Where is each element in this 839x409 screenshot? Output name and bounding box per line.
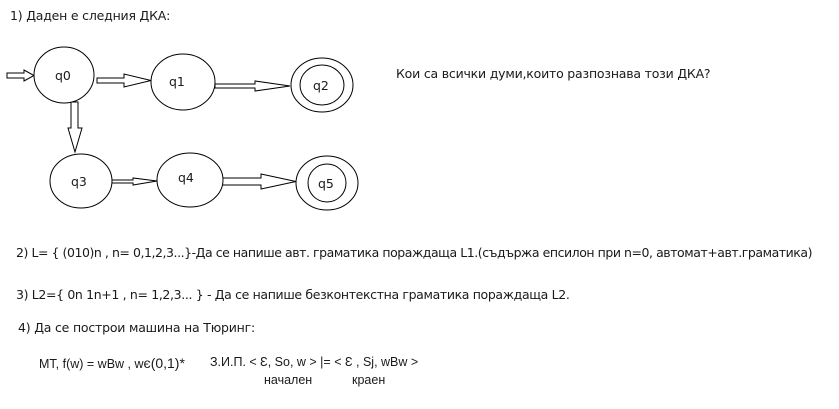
- transition-q3-q4-arrow: [110, 177, 158, 186]
- task4-heading: 4) Да се построи машина на Тюринг:: [18, 320, 256, 335]
- transition-q0-q1-arrow: [96, 73, 152, 88]
- task1-question: Кои са всички думи,които разпознава този…: [396, 66, 711, 81]
- label-final: краен: [352, 373, 386, 387]
- task1-heading: 1) Даден е следния ДКА:: [10, 8, 171, 23]
- state-label: q2: [313, 78, 329, 93]
- state-label: q0: [55, 68, 71, 83]
- task3-text: 3) L2={ 0n 1n+1 , n= 1,2,3... } - Да се …: [16, 287, 570, 302]
- state-q4: q4: [156, 152, 224, 208]
- state-q0: q0: [33, 46, 95, 104]
- label-initial: начален: [264, 373, 313, 387]
- dfa-diagram: q0 q1 q2 q3 q4 q5: [6, 46, 359, 211]
- state-q1: q1: [150, 53, 216, 111]
- task4-formula: МТ, f(w) = wBw , wє(0,1)*: [39, 356, 185, 371]
- state-q2-accepting: q2: [290, 57, 354, 113]
- initial-arrow-icon: [6, 69, 36, 82]
- state-label: q4: [178, 170, 194, 185]
- state-label: q3: [71, 174, 87, 189]
- state-label: q1: [169, 74, 185, 89]
- task4-configuration: З.И.П. < Ɛ, So, w > |= < Ɛ , Sj, wBw >: [210, 355, 419, 369]
- turing-function: МТ, f(w) = wBw , w: [39, 357, 144, 371]
- transition-q0-q3-arrow: [67, 101, 83, 154]
- state-label: q5: [318, 176, 334, 191]
- task2-text: 2) L= { (010)n , n= 0,1,2,3...}-Да се на…: [16, 245, 813, 260]
- transition-q1-q2-arrow: [214, 80, 291, 92]
- state-q5-accepting: q5: [295, 155, 359, 211]
- element-of-symbol: є: [143, 355, 151, 371]
- alphabet-closure: (0,1)*: [150, 355, 185, 371]
- state-q3: q3: [49, 153, 113, 209]
- transition-q4-q5-arrow: [221, 173, 297, 190]
